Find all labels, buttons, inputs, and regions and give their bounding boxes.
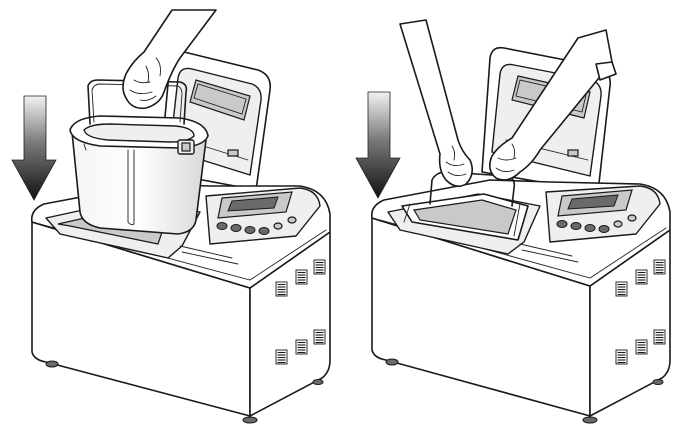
hand [122, 9, 217, 110]
bread-pan [69, 79, 209, 235]
panel-secure-pan [355, 19, 671, 424]
panel-insert-pan [11, 9, 331, 424]
control-buttons [556, 214, 637, 233]
right-hand [488, 29, 617, 181]
control-buttons [216, 216, 297, 235]
down-arrow-icon [355, 91, 401, 199]
pan-handle [429, 171, 516, 207]
control-panel [519, 185, 661, 263]
left-hand [399, 19, 474, 188]
down-arrow-icon [11, 95, 57, 201]
control-panel [179, 187, 321, 265]
